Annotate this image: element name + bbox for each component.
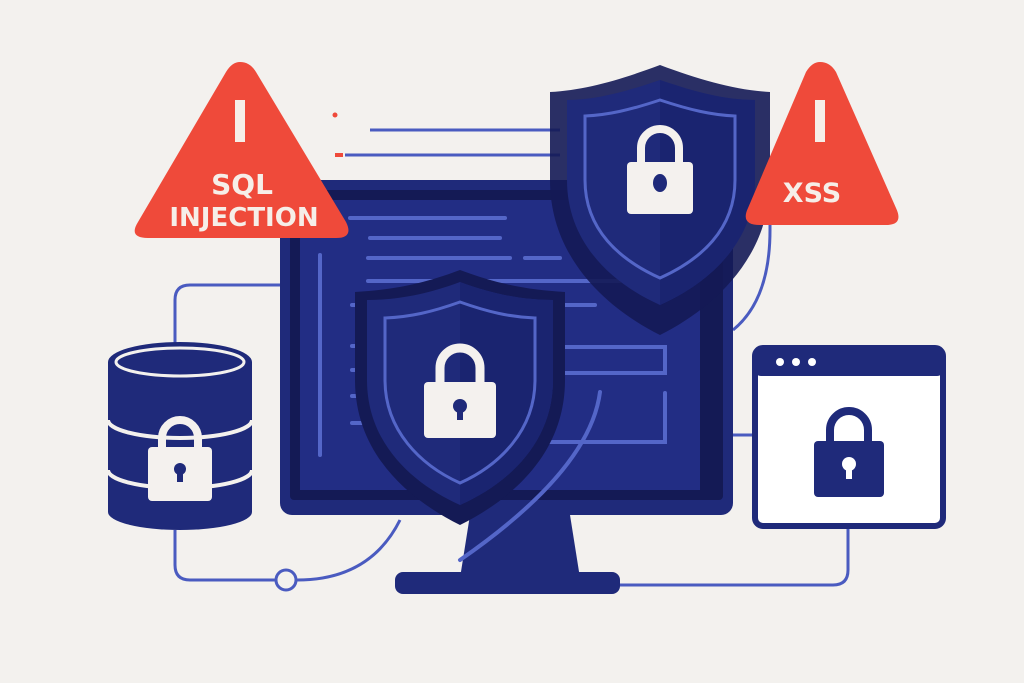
connector-node <box>274 568 298 592</box>
warning-label: XSS <box>783 178 842 209</box>
exclamation-bar <box>815 100 825 142</box>
exclamation-bar <box>235 100 245 142</box>
monitor-base <box>395 572 620 594</box>
connector-line <box>173 283 280 345</box>
monitor-stand <box>460 515 580 578</box>
browser-window-lock-icon <box>752 345 946 529</box>
shield-lock-icon <box>550 65 770 335</box>
connector-lines <box>173 128 850 587</box>
database-lock-icon <box>106 342 254 530</box>
warning-triangle-icon <box>745 62 899 225</box>
warning-xss: XSS <box>745 62 899 225</box>
shield-lock-icon <box>355 270 565 525</box>
connector-line <box>620 528 850 587</box>
warning-label-line2: INJECTION <box>169 203 318 233</box>
connector-line <box>296 519 402 582</box>
connector-line <box>732 225 772 332</box>
warning-label-line1: SQL <box>211 168 273 201</box>
decorative-dash <box>335 153 343 157</box>
decorative-dot <box>332 112 338 118</box>
connector-line <box>173 530 275 582</box>
warning-sql-injection: SQL INJECTION <box>134 62 349 238</box>
warning-triangle-icon <box>134 62 349 238</box>
